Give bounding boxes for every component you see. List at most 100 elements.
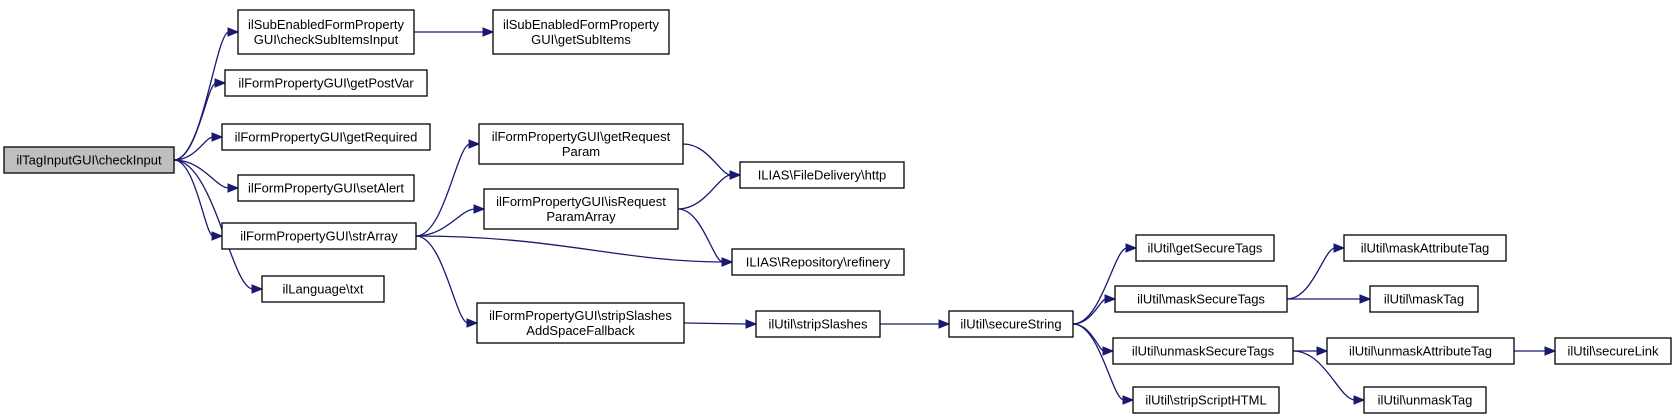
edge-arrowhead xyxy=(227,27,240,37)
node-box xyxy=(221,123,431,151)
node-label: ilSubEnabledFormProperty xyxy=(248,17,405,32)
node-getRequired[interactable]: ilFormPropertyGUI\getRequired xyxy=(221,123,431,151)
edge-arrowhead xyxy=(1125,243,1138,253)
edge-arrowhead xyxy=(938,319,951,329)
edge-arrowhead xyxy=(1102,346,1115,356)
node-box xyxy=(483,188,679,230)
edge-arrowhead xyxy=(466,318,479,328)
nodes-layer: ilTagInputGUI\checkInput ilSubEnabledForm… xyxy=(3,9,1672,414)
node-label: ilFormPropertyGUI\getRequired xyxy=(235,130,418,145)
edge-secureString-to-getSecureTags xyxy=(1072,247,1128,325)
edge-stripSlashesAddSpaceFallback-to-stripSlashes xyxy=(683,322,748,325)
node-box xyxy=(224,69,428,97)
edge-root-to-strArray xyxy=(173,159,214,237)
node-secureString[interactable]: ilUtil\secureString xyxy=(948,310,1074,338)
node-label: ilFormPropertyGUI\getRequest xyxy=(492,129,671,144)
node-label: AddSpaceFallback xyxy=(526,323,635,338)
node-box xyxy=(237,174,415,202)
node-box xyxy=(1369,285,1479,313)
node-label: ilUtil\stripScriptHTML xyxy=(1145,393,1266,408)
edge-secureString-to-stripScriptHTML xyxy=(1072,323,1125,401)
node-http[interactable]: ILIAS\FileDelivery\http xyxy=(739,161,905,189)
node-strArray[interactable]: ilFormPropertyGUI\strArray xyxy=(221,222,417,250)
node-setAlert[interactable]: ilFormPropertyGUI\setAlert xyxy=(237,174,415,202)
edge-arrowhead xyxy=(729,170,742,180)
node-getPostVar[interactable]: ilFormPropertyGUI\getPostVar xyxy=(224,69,428,97)
node-label: ilUtil\unmaskSecureTags xyxy=(1132,344,1275,359)
edge-arrowhead xyxy=(745,319,758,329)
node-box xyxy=(221,222,417,250)
node-label: ilSubEnabledFormProperty xyxy=(503,17,660,32)
node-box xyxy=(3,146,175,174)
edge-getRequestParam-to-http xyxy=(682,143,732,176)
node-label: GUI\getSubItems xyxy=(531,32,631,47)
node-label: GUI\checkSubItemsInput xyxy=(254,32,399,47)
node-maskSecureTags[interactable]: ilUtil\maskSecureTags xyxy=(1114,285,1288,313)
node-box xyxy=(1363,386,1487,414)
node-label: Param xyxy=(562,144,600,159)
node-stripScriptHTML[interactable]: ilUtil\stripScriptHTML xyxy=(1132,386,1280,414)
edge-maskSecureTags-to-maskAttributeTag xyxy=(1286,247,1336,300)
edge-strArray-to-refinery xyxy=(415,235,724,263)
edge-arrowhead xyxy=(211,132,224,142)
edge-arrowhead xyxy=(721,257,734,267)
node-getSecureTags[interactable]: ilUtil\getSecureTags xyxy=(1135,234,1275,262)
edge-arrowhead xyxy=(473,204,486,214)
node-box xyxy=(476,302,685,344)
node-unmaskTag[interactable]: ilUtil\unmaskTag xyxy=(1363,386,1487,414)
edge-root-to-txt xyxy=(173,159,254,290)
node-unmaskSecureTags[interactable]: ilUtil\unmaskSecureTags xyxy=(1112,337,1294,365)
node-box xyxy=(1114,285,1288,313)
node-box xyxy=(1112,337,1294,365)
edge-isRequestParamArray-to-refinery xyxy=(677,208,724,263)
node-label: ilUtil\secureLink xyxy=(1567,344,1659,359)
edge-root-to-getPostVar xyxy=(173,82,217,161)
edge-unmaskSecureTags-to-unmaskTag xyxy=(1292,350,1356,401)
edge-secureString-to-maskSecureTags xyxy=(1072,298,1107,325)
node-box xyxy=(755,310,881,338)
node-secureLink[interactable]: ilUtil\secureLink xyxy=(1554,337,1672,365)
edge-isRequestParamArray-to-http xyxy=(677,174,732,210)
edge-arrowhead xyxy=(468,139,481,149)
node-box xyxy=(739,161,905,189)
edge-arrowhead xyxy=(1316,346,1329,356)
node-box xyxy=(1135,234,1275,262)
edge-root-to-checkSubItemsInput xyxy=(173,31,230,161)
node-root[interactable]: ilTagInputGUI\checkInput xyxy=(3,146,175,174)
node-stripSlashes[interactable]: ilUtil\stripSlashes xyxy=(755,310,881,338)
node-box xyxy=(1554,337,1672,365)
node-stripSlashesAddSpaceFallback[interactable]: ilFormPropertyGUI\stripSlashesAddSpaceFa… xyxy=(476,302,685,344)
edges-layer xyxy=(173,27,1557,405)
node-label: ilTagInputGUI\checkInput xyxy=(16,153,162,168)
node-label: ilUtil\maskSecureTags xyxy=(1137,292,1265,307)
node-checkSubItemsInput[interactable]: ilSubEnabledFormPropertyGUI\checkSubItem… xyxy=(237,9,415,55)
edge-arrowhead xyxy=(214,78,227,88)
node-label: ILIAS\FileDelivery\http xyxy=(758,168,887,183)
edge-strArray-to-isRequestParamArray xyxy=(415,208,476,237)
node-label: ilFormPropertyGUI\setAlert xyxy=(248,181,404,196)
edge-arrowhead xyxy=(211,231,224,241)
node-label: ilFormPropertyGUI\strArray xyxy=(240,229,398,244)
node-box xyxy=(492,9,670,55)
node-label: ilUtil\secureString xyxy=(960,317,1061,332)
edge-arrowhead xyxy=(1544,346,1557,356)
edge-arrowhead xyxy=(1353,395,1366,405)
node-label: ilUtil\maskAttributeTag xyxy=(1361,241,1490,256)
node-label: ilUtil\unmaskTag xyxy=(1378,393,1473,408)
node-unmaskAttributeTag[interactable]: ilUtil\unmaskAttributeTag xyxy=(1326,337,1515,365)
node-maskAttributeTag[interactable]: ilUtil\maskAttributeTag xyxy=(1343,234,1507,262)
node-maskTag[interactable]: ilUtil\maskTag xyxy=(1369,285,1479,313)
node-txt[interactable]: ilLanguage\txt xyxy=(261,275,385,303)
node-refinery[interactable]: ILIAS\Repository\refinery xyxy=(731,248,905,276)
edge-arrowhead xyxy=(1104,294,1117,304)
edge-arrowhead xyxy=(1359,294,1372,304)
node-box xyxy=(731,248,905,276)
node-box xyxy=(1326,337,1515,365)
node-label: ilFormPropertyGUI\isRequest xyxy=(496,194,666,209)
node-box xyxy=(1132,386,1280,414)
edge-arrowhead xyxy=(1333,243,1346,253)
